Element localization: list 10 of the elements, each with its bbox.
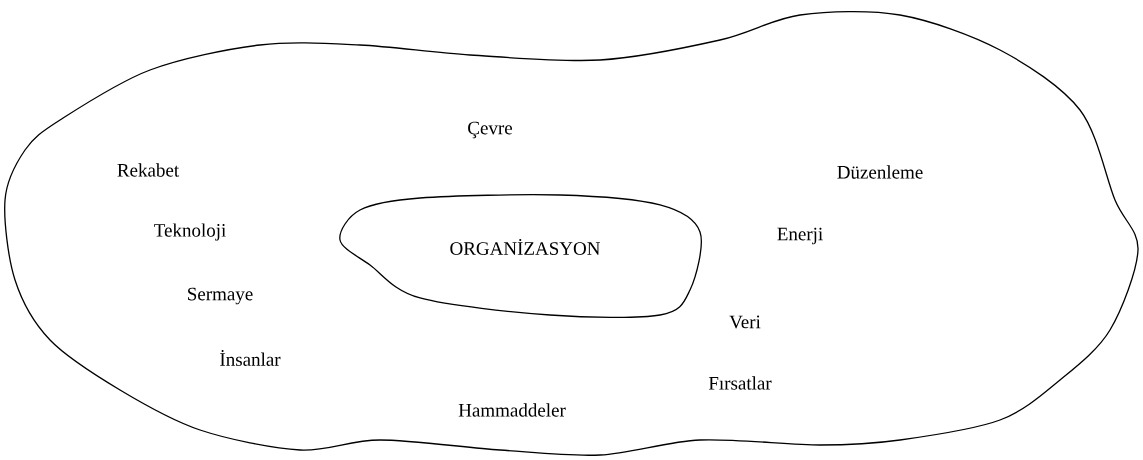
factor-label: Sermaye [188, 287, 253, 305]
factor-label: Fırsatlar [708, 376, 772, 390]
factor-label: Veri [729, 315, 761, 329]
factor-label: İnsanlar [220, 350, 281, 366]
factor-label: Hammaddeler [458, 403, 566, 417]
factor-label: Teknoloji [154, 223, 226, 241]
factor-label: Düzenleme [837, 165, 923, 179]
factor-label: Rekabet [117, 163, 180, 177]
inner-blob: ORGANİZASYON [339, 194, 702, 319]
factor-label: Enerji [777, 227, 823, 245]
